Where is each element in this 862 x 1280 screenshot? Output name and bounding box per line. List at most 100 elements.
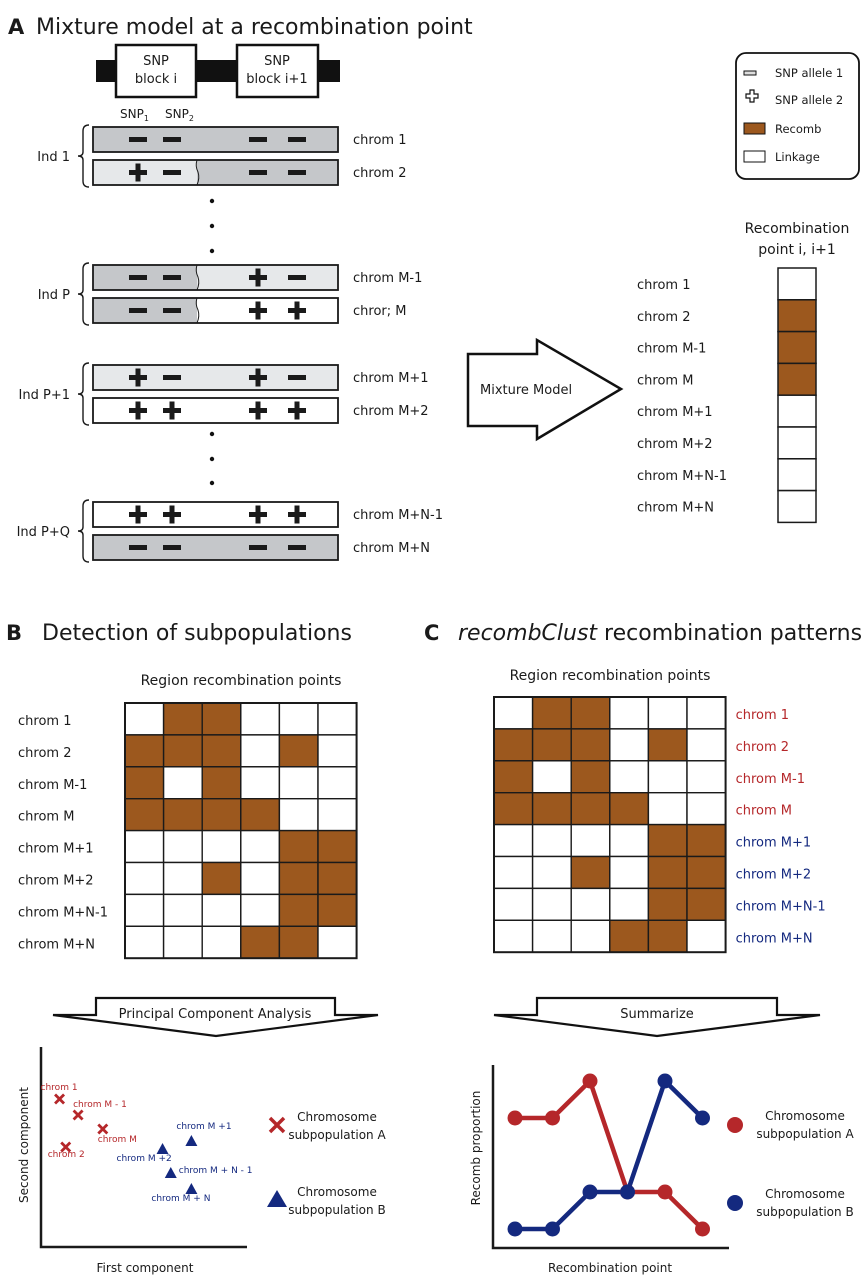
chromosome-label: chrom M+N-1: [353, 508, 443, 523]
allele-plus-icon: [169, 505, 175, 524]
heatmap-row-label: chrom M+N: [736, 931, 813, 946]
ellipsis-dot: [209, 248, 215, 254]
recomb-cell: [278, 734, 319, 768]
chromosome-bar: chrom M+2: [92, 397, 429, 424]
recomb-cell: [201, 702, 242, 736]
linkage-cell: [493, 887, 534, 922]
mixture-model-arrow: Mixture Model: [466, 337, 624, 442]
recomb-cell: [493, 728, 534, 762]
allele-minus-icon: [163, 308, 181, 313]
heatmap-row-label: chrom M+N-1: [18, 905, 108, 920]
recomb-cell: [201, 798, 242, 832]
series-point: [620, 1184, 635, 1200]
brace-icon: [77, 124, 90, 188]
chrom-outline: [92, 364, 339, 391]
linkage-cell: [201, 925, 242, 959]
recomb-row-label: chrom M+N: [637, 501, 714, 516]
legend-x-marker-icon: [268, 1116, 286, 1134]
chromosome-label: chror; M: [353, 304, 406, 319]
recomb-cell: [647, 887, 688, 922]
recomb-row-label: chrom 2: [637, 310, 690, 325]
linkage-cell: [609, 696, 650, 730]
panel-c: C recombClust recombination patterns Reg…: [424, 621, 862, 1275]
pca-point-label: chrom M + N - 1: [179, 1166, 253, 1176]
heatmap-row-label: chrom M+1: [18, 842, 94, 857]
recomb-column-title-1: Recombination: [745, 221, 850, 237]
allele-minus-icon: [163, 275, 181, 280]
recomb-cell: [124, 798, 165, 832]
series-point: [657, 1184, 673, 1200]
linkage-cell: [686, 760, 727, 794]
linkage-cell: [317, 798, 358, 832]
heatmap-row-label: chrom M+N-1: [736, 899, 826, 914]
recomb-cell: [240, 925, 281, 959]
summarize-arrow-label: Summarize: [620, 1007, 694, 1022]
snp-block-i-line1: SNP: [143, 54, 169, 69]
linkage-cell: [162, 893, 203, 928]
linkage-cell: [777, 426, 817, 460]
heatmap-row-label: chrom M: [736, 804, 792, 819]
recomb-swatch: [743, 122, 766, 135]
linkage-cell: [686, 919, 727, 953]
pca-point-label: chrom M +1: [176, 1122, 231, 1132]
panel-b-letter: B: [6, 621, 22, 645]
allele-minus-icon: [249, 545, 267, 550]
linkage-cell: [278, 702, 319, 736]
linkage-cell: [240, 893, 281, 928]
recomb-cell: [531, 792, 572, 826]
heatmap-row-label: chrom M+2: [736, 868, 812, 883]
recomb-row-label: chrom 1: [637, 278, 690, 293]
recomb-row-label: chrom M+1: [637, 405, 713, 420]
recomb-cell: [493, 792, 534, 826]
linkage-cell: [609, 855, 650, 890]
linkage-cell: [317, 766, 358, 800]
chrom-segment-right: [197, 265, 338, 290]
ellipsis-dots: [209, 198, 215, 486]
chromosome-bar: chrom M+N: [92, 534, 430, 561]
recombination-break: [195, 297, 200, 324]
linkage-cell: [609, 887, 650, 922]
recomb-cell: [686, 887, 727, 922]
panel-b-title: Detection of subpopulations: [42, 621, 352, 646]
panel-a-title: Mixture model at a recombination point: [36, 15, 473, 40]
summarize-arrow: Summarize: [493, 996, 821, 1038]
linkage-cell: [493, 855, 534, 890]
legend-box: SNP allele 1 SNP allele 2 Recomb Linkage: [735, 52, 860, 180]
snp-block-i-line2: block i: [135, 72, 177, 87]
legend-triangle-marker-icon: [267, 1190, 287, 1207]
pca-point-label: chrom M: [98, 1135, 137, 1145]
series-point: [507, 1110, 523, 1126]
recomb-cell: [609, 792, 650, 826]
allele-plus-icon: [169, 401, 175, 420]
allele-minus-icon: [129, 137, 147, 142]
mixture-model-label: Mixture Model: [480, 383, 572, 398]
heatmap-row-label: chrom M+2: [18, 874, 94, 889]
linkage-cell: [240, 829, 281, 864]
pca-point-label: chrom M - 1: [73, 1100, 127, 1110]
line-legend-label-line1: Chromosome: [765, 1187, 845, 1201]
pca-x-axis-label: First component: [97, 1261, 194, 1275]
legend-dot-icon: [727, 1117, 743, 1133]
pca-point-x-marker: [54, 1093, 66, 1105]
series-point: [695, 1221, 710, 1237]
recomb-cell: [240, 798, 281, 832]
recomb-cell: [162, 702, 203, 736]
pca-point-x-marker: [97, 1123, 109, 1135]
ellipsis-dot: [209, 431, 215, 437]
chromosome-bar: chrom 1: [92, 126, 406, 153]
individual-label: Ind 1: [37, 150, 70, 165]
recomb-cell: [570, 855, 611, 890]
chromosome-label: chrom 1: [353, 133, 406, 148]
series-point: [582, 1184, 598, 1200]
linkage-cell: [777, 489, 817, 524]
linkage-cell: [493, 696, 534, 730]
allele-minus-icon: [288, 275, 306, 280]
recomb-cell: [647, 728, 688, 762]
legend-frame: [735, 52, 860, 180]
snp1-label: SNP1: [120, 107, 149, 123]
chromosome-label: chrom M+1: [353, 371, 429, 386]
ellipsis-dot: [209, 223, 215, 229]
linkage-cell: [162, 925, 203, 959]
